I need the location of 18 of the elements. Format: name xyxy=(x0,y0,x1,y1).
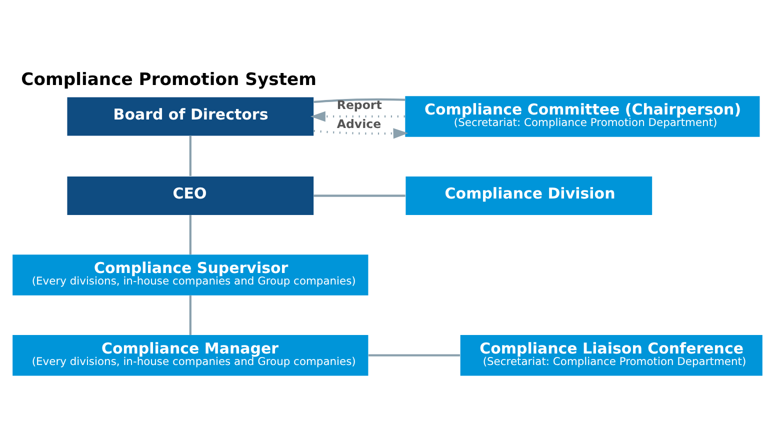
node-box: Compliance Manager (Every divisions, in-house companies and Group companies) xyxy=(12,335,368,376)
diagram-title: Compliance Promotion System xyxy=(21,70,316,90)
node-box: Compliance Division xyxy=(406,176,652,216)
arrow xyxy=(314,128,408,139)
node-box: Compliance Committee (Chairperson) (Secretariat: Compliance Promotion Department) xyxy=(405,96,760,137)
edge-label: Advice xyxy=(336,117,382,132)
connector xyxy=(189,295,192,335)
connector xyxy=(189,136,192,176)
connector xyxy=(314,98,406,104)
node-box: Compliance Liaison Conference (Secretariat: Compliance Promotion Department) xyxy=(460,335,762,376)
edge-label: Report xyxy=(336,98,382,112)
arrow xyxy=(310,111,405,122)
connector xyxy=(189,215,192,254)
connector xyxy=(314,194,406,197)
node-box: CEO xyxy=(67,176,314,216)
node-box: Board of Directors xyxy=(67,97,314,136)
connector xyxy=(368,354,460,356)
node-box: Compliance Supervisor (Every divisions, in-house companies and Group companies) xyxy=(12,254,368,296)
